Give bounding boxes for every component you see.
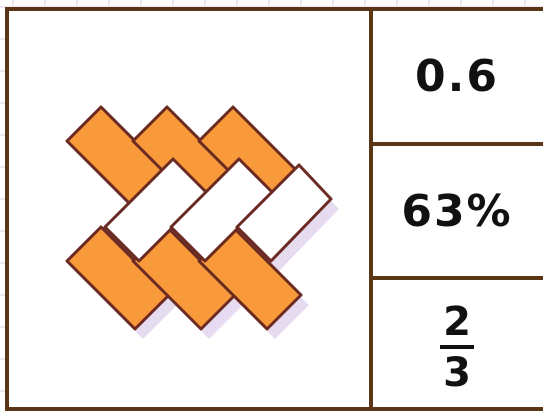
quiz-card: 0.6 63% 2 3	[5, 7, 543, 411]
tile-layer	[67, 107, 331, 329]
fraction-numerator: 2	[443, 302, 471, 342]
fraction-display: 2 3	[373, 302, 541, 393]
option-percent-text: 63%	[373, 186, 541, 237]
option-percent[interactable]: 63%	[373, 146, 543, 280]
option-decimal-text: 0.6	[373, 51, 541, 102]
herringbone-tile-figure	[9, 11, 373, 411]
fraction-bar	[440, 345, 474, 349]
fraction-denominator: 3	[443, 353, 471, 393]
option-decimal[interactable]: 0.6	[373, 11, 543, 146]
figure-panel	[9, 11, 373, 407]
option-fraction[interactable]: 2 3	[373, 280, 543, 411]
